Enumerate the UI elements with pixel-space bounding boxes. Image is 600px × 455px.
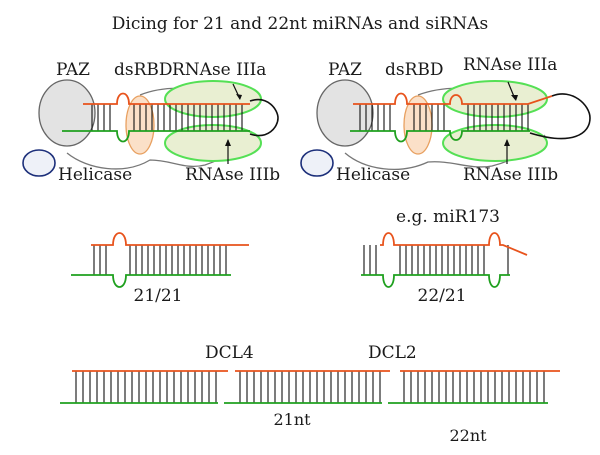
left-duplex-rungs <box>91 104 243 131</box>
nt22-label: 22nt <box>449 426 487 445</box>
product-22-21-bottom-strand <box>361 274 510 288</box>
product-duplex-22-21: e.g. miR173 22/21 <box>361 207 528 306</box>
right-rnase-iiia-arrowhead <box>511 95 518 101</box>
right-top-strand <box>353 92 553 105</box>
dcl-processing-row: DCL4 DCL2 21nt 22nt <box>60 343 560 445</box>
left-helicase-label: Helicase <box>58 165 132 185</box>
right-duplex-rungs <box>359 104 529 131</box>
left-rnase-iiia-label: RNAse IIIa <box>172 60 266 80</box>
nt21-label: 21nt <box>273 410 311 429</box>
left-helicase-domain <box>22 149 56 177</box>
right-helicase-domain <box>300 149 334 177</box>
right-dsrbd-label: dsRBD <box>385 60 444 80</box>
left-hairpin-loop <box>249 98 279 137</box>
right-rnase-iiia-domain <box>442 80 548 118</box>
right-rnase-iiib-label: RNAse IIIb <box>463 165 558 185</box>
right-rnase-iiib-domain <box>442 124 548 162</box>
left-rnase-iiib-domain <box>164 124 262 162</box>
left-paz-label: PAZ <box>56 60 90 80</box>
mir173-example-label: e.g. miR173 <box>396 207 500 227</box>
product-22-21-rungs <box>363 245 509 275</box>
right-hairpin-loop <box>529 93 591 140</box>
left-paz-domain <box>38 79 96 147</box>
dcl-duplex-rungs <box>75 371 545 403</box>
right-helicase-label: Helicase <box>336 165 410 185</box>
left-rnase-iiib-arrowhead <box>225 139 231 146</box>
product-duplex-21-21: 21/21 <box>71 232 249 306</box>
right-dicer-complex: PAZ dsRBD RNAse IIIa RNAse IIIb Helicase <box>300 55 591 185</box>
right-bottom-strand <box>350 130 530 143</box>
product-21-21-label: 21/21 <box>134 286 183 306</box>
product-21-21-top-strand <box>91 232 249 246</box>
left-rnase-iiib-label: RNAse IIIb <box>185 165 280 185</box>
left-rnase-iiia-domain <box>164 80 262 118</box>
dcl4-label: DCL4 <box>205 343 254 363</box>
left-dsrbd-label: dsRBD <box>114 60 173 80</box>
product-22-21-label: 22/21 <box>418 286 467 306</box>
product-21-21-bottom-strand <box>71 274 231 288</box>
product-22-21-top-strand <box>380 232 528 256</box>
left-bottom-strand <box>62 130 250 143</box>
diagram-title: Dicing for 21 and 22nt miRNAs and siRNAs <box>112 14 488 34</box>
right-paz-domain <box>316 79 374 147</box>
left-rnase-iiia-arrowhead <box>236 94 242 100</box>
product-21-21-rungs <box>93 245 227 275</box>
left-dicer-complex: PAZ dsRBD RNAse IIIa RNAse IIIb Helicase <box>22 60 280 185</box>
right-paz-label: PAZ <box>328 60 362 80</box>
dcl2-label: DCL2 <box>368 343 417 363</box>
left-top-strand <box>83 92 250 105</box>
right-rnase-iiia-label: RNAse IIIa <box>463 55 557 75</box>
right-rnase-iiib-arrowhead <box>504 139 510 146</box>
